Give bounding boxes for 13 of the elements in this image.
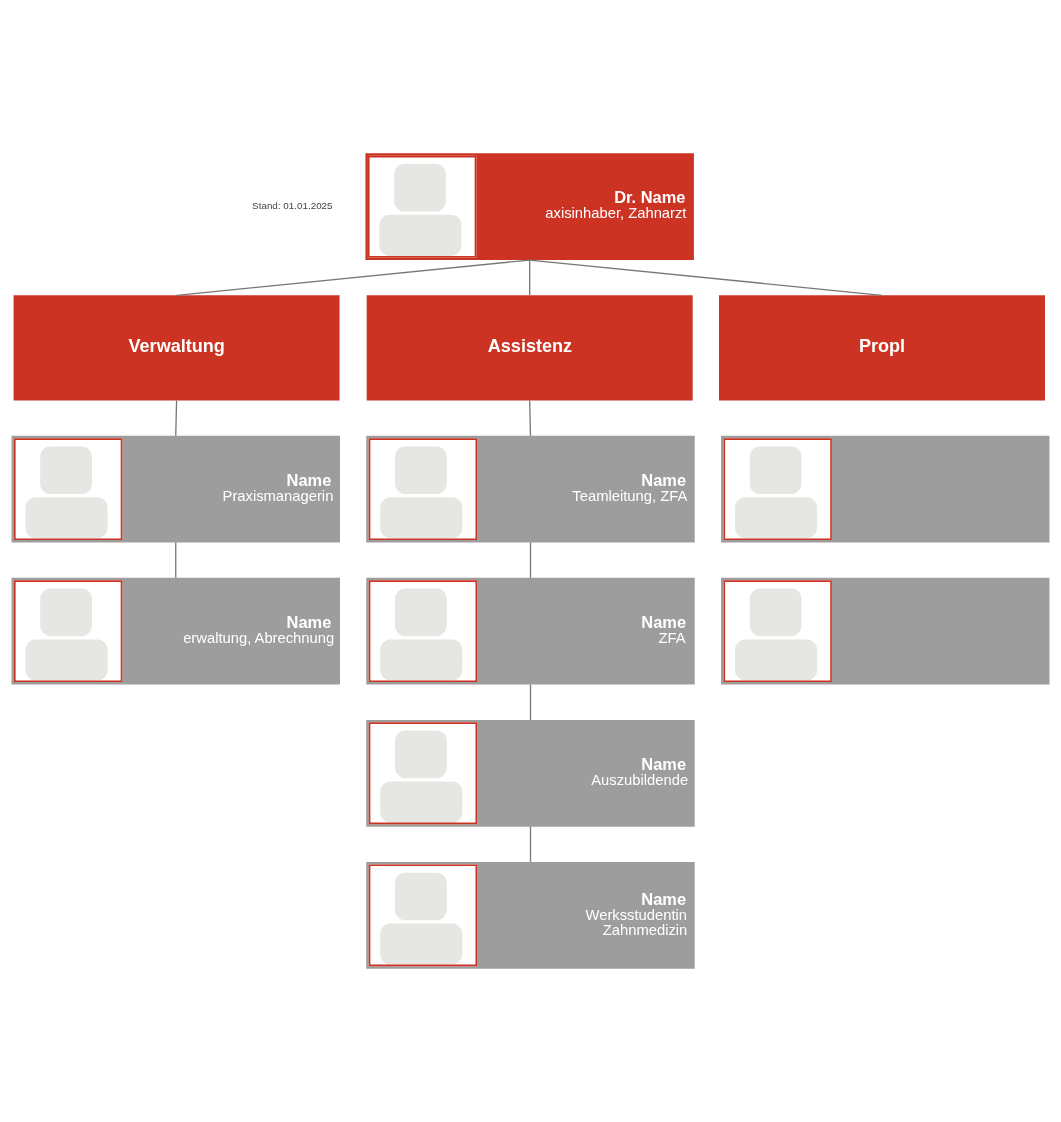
connector (529, 399, 532, 437)
connector (175, 259, 531, 296)
node-box: Verwaltung (13, 295, 340, 401)
node-box: Propl (718, 295, 1045, 401)
connector (529, 683, 532, 721)
connector (529, 259, 531, 296)
connector (529, 826, 532, 863)
node-box: Assistenz (366, 295, 693, 401)
connector (175, 399, 178, 437)
connector (529, 541, 532, 579)
connector (529, 259, 883, 296)
label: Stand: 01.01.2025 (252, 200, 333, 212)
connector (175, 541, 177, 579)
